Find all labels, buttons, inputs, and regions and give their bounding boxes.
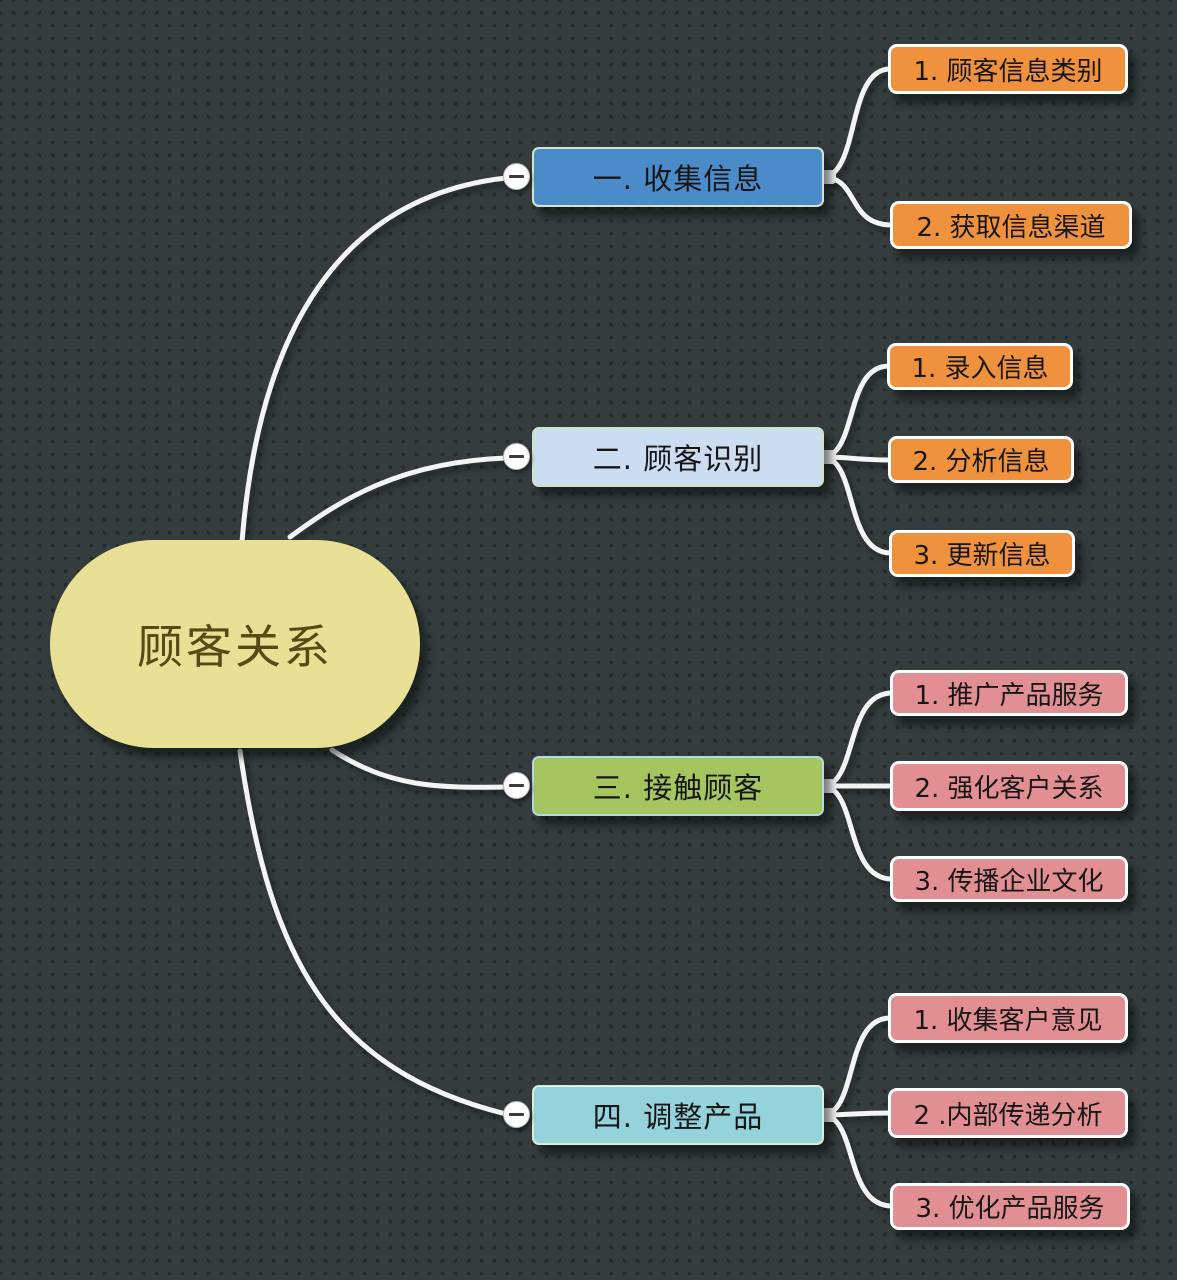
child-node[interactable]: 2. 分析信息 [888,436,1074,483]
branch-node-label: 二. 顾客识别 [592,442,764,476]
connector-root-branch3 [329,747,509,790]
branch-node-customer-identification[interactable]: 二. 顾客识别 [532,427,824,487]
child-node[interactable]: 3. 更新信息 [889,530,1075,577]
connector-root-branch4 [237,748,509,1117]
branch-node-label: 四. 调整产品 [592,1100,764,1134]
child-node-label: 2. 分析信息 [912,447,1050,477]
branch-node-label: 三. 接触顾客 [592,771,764,805]
branch-node-adjust-product[interactable]: 四. 调整产品 [532,1085,824,1145]
child-node-label: 1. 顾客信息类别 [913,56,1103,87]
minus-icon [509,455,524,458]
child-node-label: 1. 收集客户意见 [913,1005,1103,1036]
branch-node-collect-info[interactable]: 一. 收集信息 [532,147,824,207]
child-node[interactable]: 1. 顾客信息类别 [888,44,1128,94]
child-node[interactable]: 2. 强化客户关系 [890,761,1128,811]
branch-node-label: 一. 收集信息 [592,162,764,196]
branch-node-contact-customer[interactable]: 三. 接触顾客 [532,756,824,816]
child-node[interactable]: 2. 获取信息渠道 [890,201,1132,249]
connector-branch1-child2 [819,174,895,228]
connector-branch3-child3 [819,783,895,882]
connector-stub-branch3 [820,779,836,793]
child-node[interactable]: 3. 传播企业文化 [890,856,1128,902]
connector-branch4-child1 [819,1015,893,1118]
collapse-toggle-branch3[interactable] [503,772,530,799]
child-node[interactable]: 2 .内部传递分析 [888,1088,1128,1138]
connector-stub-branch2 [820,450,836,464]
connector-stub-branch4 [820,1108,836,1122]
child-node[interactable]: 3. 优化产品服务 [890,1183,1130,1230]
root-node-label: 顾客关系 [137,620,333,674]
root-node-customer-relationship[interactable]: 顾客关系 [50,540,420,748]
child-node-label: 1. 推广产品服务 [914,680,1104,711]
child-node-label: 2 .内部传递分析 [913,1100,1103,1131]
child-node[interactable]: 1. 录入信息 [887,343,1073,390]
child-node-label: 2. 强化客户关系 [914,773,1104,804]
collapse-toggle-branch1[interactable] [503,163,530,190]
child-node-label: 3. 优化产品服务 [915,1194,1105,1224]
connector-branch3-child1 [819,690,895,789]
child-node-label: 3. 传播企业文化 [914,866,1104,897]
child-node-label: 2. 获取信息渠道 [916,212,1106,243]
child-node-label: 1. 录入信息 [911,354,1049,384]
connector-branch4-child3 [819,1112,895,1209]
connector-branch1-child1 [819,66,893,180]
connector-stub-branch1 [820,170,836,184]
collapse-toggle-branch4[interactable] [503,1101,530,1128]
collapse-toggle-branch2[interactable] [503,443,530,470]
child-node[interactable]: 1. 收集客户意见 [888,993,1128,1043]
child-node-label: 3. 更新信息 [913,541,1051,571]
minus-icon [509,1113,524,1116]
child-node[interactable]: 1. 推广产品服务 [890,670,1128,716]
connector-branch2-child3 [819,454,894,556]
connector-branch2-child1 [819,363,892,460]
minus-icon [509,175,524,178]
connector-root-branch2 [287,455,509,540]
connector-root-branch1 [239,175,509,545]
minus-icon [509,784,524,787]
